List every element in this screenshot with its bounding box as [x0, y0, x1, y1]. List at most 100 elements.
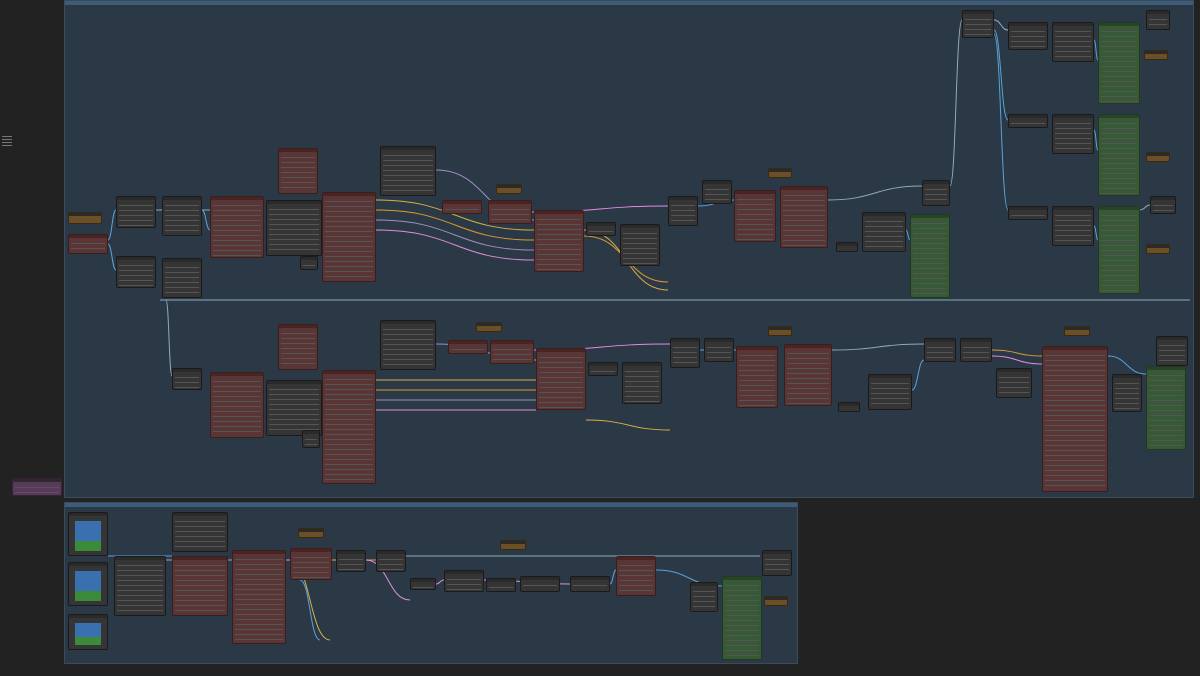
graph-node[interactable]: [702, 180, 732, 204]
node-widget[interactable]: [739, 395, 775, 396]
node-widget[interactable]: [671, 220, 695, 221]
node-widget[interactable]: [325, 231, 373, 232]
node-widget[interactable]: [165, 215, 199, 216]
node-widget[interactable]: [1055, 235, 1091, 236]
node-widget[interactable]: [537, 229, 581, 230]
node-widget[interactable]: [705, 199, 729, 200]
node-widget[interactable]: [725, 585, 759, 586]
node-widget[interactable]: [325, 246, 373, 247]
node-widget[interactable]: [1101, 255, 1137, 256]
node-widget[interactable]: [175, 590, 225, 591]
node-widget[interactable]: [281, 338, 315, 339]
node-widget[interactable]: [1149, 395, 1183, 396]
node-widget[interactable]: [625, 371, 659, 372]
node-title-bar[interactable]: [173, 557, 227, 560]
node-widget[interactable]: [1101, 158, 1137, 159]
node-widget[interactable]: [787, 373, 829, 374]
node-widget[interactable]: [119, 270, 153, 271]
graph-node[interactable]: [534, 210, 584, 272]
graph-node[interactable]: [1098, 114, 1140, 196]
graph-node[interactable]: [762, 550, 792, 576]
node-widget[interactable]: [963, 347, 989, 348]
node-widget[interactable]: [213, 215, 261, 216]
node-widget[interactable]: [165, 220, 199, 221]
node-widget[interactable]: [865, 226, 903, 227]
node-widget[interactable]: [965, 24, 991, 25]
note-node[interactable]: [298, 528, 324, 538]
node-widget[interactable]: [1115, 408, 1139, 409]
node-widget[interactable]: [1101, 193, 1137, 194]
graph-node[interactable]: [278, 148, 318, 194]
node-widget[interactable]: [117, 570, 163, 571]
node-widget[interactable]: [787, 368, 829, 369]
node-widget[interactable]: [269, 419, 319, 420]
graph-node[interactable]: [486, 578, 516, 592]
node-widget[interactable]: [1055, 41, 1091, 42]
node-widget[interactable]: [269, 389, 319, 390]
node-widget[interactable]: [537, 239, 581, 240]
node-widget[interactable]: [913, 243, 947, 244]
node-widget[interactable]: [589, 231, 613, 232]
node-widget[interactable]: [281, 187, 315, 188]
node-widget[interactable]: [213, 235, 261, 236]
node-widget[interactable]: [865, 236, 903, 237]
node-widget[interactable]: [325, 424, 373, 425]
node-widget[interactable]: [1149, 405, 1183, 406]
node-widget[interactable]: [1045, 420, 1105, 421]
graph-node[interactable]: [172, 512, 228, 552]
node-widget[interactable]: [269, 414, 319, 415]
node-widget[interactable]: [725, 620, 759, 621]
group-header[interactable]: [65, 1, 1193, 5]
node-title-bar[interactable]: [117, 197, 155, 200]
node-widget[interactable]: [913, 263, 947, 264]
graph-node[interactable]: [1146, 366, 1186, 450]
node-widget[interactable]: [119, 215, 153, 216]
node-title-bar[interactable]: [1099, 207, 1139, 210]
node-widget[interactable]: [1045, 475, 1105, 476]
node-widget[interactable]: [119, 285, 153, 286]
node-widget[interactable]: [999, 382, 1029, 383]
node-widget[interactable]: [1101, 285, 1137, 286]
node-widget[interactable]: [325, 474, 373, 475]
node-title-bar[interactable]: [1009, 207, 1047, 210]
node-widget[interactable]: [269, 399, 319, 400]
graph-node[interactable]: [836, 242, 858, 252]
node-widget[interactable]: [1101, 61, 1137, 62]
node-widget[interactable]: [673, 347, 697, 348]
node-widget[interactable]: [783, 200, 825, 201]
node-widget[interactable]: [1149, 400, 1183, 401]
node-title-bar[interactable]: [173, 513, 227, 516]
node-widget[interactable]: [213, 431, 261, 432]
node-widget[interactable]: [783, 240, 825, 241]
node-widget[interactable]: [537, 249, 581, 250]
node-widget[interactable]: [1101, 153, 1137, 154]
node-widget[interactable]: [1101, 173, 1137, 174]
node-title-bar[interactable]: [963, 11, 993, 14]
node-widget[interactable]: [235, 599, 283, 600]
node-widget[interactable]: [325, 414, 373, 415]
graph-node[interactable]: [232, 550, 286, 644]
node-widget[interactable]: [325, 459, 373, 460]
node-widget[interactable]: [913, 288, 947, 289]
node-title-bar[interactable]: [1147, 11, 1169, 14]
node-widget[interactable]: [1045, 465, 1105, 466]
node-widget[interactable]: [737, 219, 773, 220]
node-widget[interactable]: [999, 387, 1029, 388]
node-widget[interactable]: [865, 241, 903, 242]
node-widget[interactable]: [235, 629, 283, 630]
node-title-bar[interactable]: [923, 181, 949, 184]
node-widget[interactable]: [175, 526, 225, 527]
node-widget[interactable]: [325, 276, 373, 277]
node-widget[interactable]: [693, 596, 715, 597]
node-widget[interactable]: [269, 249, 319, 250]
node-title-bar[interactable]: [997, 369, 1031, 372]
node-widget[interactable]: [213, 401, 261, 402]
graph-node[interactable]: [488, 200, 532, 224]
node-widget[interactable]: [625, 396, 659, 397]
node-widget[interactable]: [1159, 360, 1185, 361]
node-widget[interactable]: [725, 600, 759, 601]
node-title-bar[interactable]: [691, 583, 717, 586]
node-widget[interactable]: [1011, 46, 1045, 47]
graph-node[interactable]: [1008, 22, 1048, 50]
node-widget[interactable]: [235, 619, 283, 620]
